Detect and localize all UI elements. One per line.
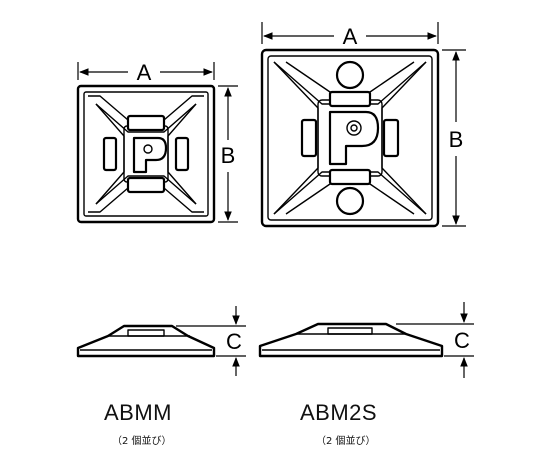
abmm-dim-c-label: C xyxy=(226,329,242,354)
abm2s-dim-b-label: B xyxy=(449,127,464,152)
abmm-tab-top xyxy=(126,114,166,132)
abm2s-model-label: ABM2S xyxy=(300,400,378,425)
abmm-quantity-note: （2 個並び） xyxy=(112,436,172,447)
abm2s-dim-a-label: A xyxy=(343,24,358,49)
abmm-top-view: A B xyxy=(76,60,238,224)
abm2s-tab-top xyxy=(328,90,372,108)
abmm-side-view: C xyxy=(76,306,246,376)
abmm-tab-bottom xyxy=(126,176,166,194)
abmm-p-logo xyxy=(132,136,168,174)
abmm-tab-right xyxy=(174,136,190,172)
abm2s-tab-left xyxy=(300,118,318,158)
abm2s-tab-bottom xyxy=(328,168,372,186)
abm2s-hole-bottom xyxy=(335,186,365,216)
abm2s-hole-top xyxy=(335,60,365,90)
abm2s-dim-c-label: C xyxy=(454,328,470,353)
abm2s-top-view: A B xyxy=(260,22,466,228)
abm2s-p-logo xyxy=(328,110,380,166)
abmm-dim-a-label: A xyxy=(137,60,152,85)
abmm-model-label: ABMM xyxy=(104,400,172,425)
abm2s-quantity-note: （2 個並び） xyxy=(316,436,376,447)
abm2s-tab-right xyxy=(382,118,400,158)
abmm-dim-b-label: B xyxy=(221,143,236,168)
abm2s-side-view: C xyxy=(258,302,474,378)
abmm-tab-left xyxy=(102,136,118,172)
